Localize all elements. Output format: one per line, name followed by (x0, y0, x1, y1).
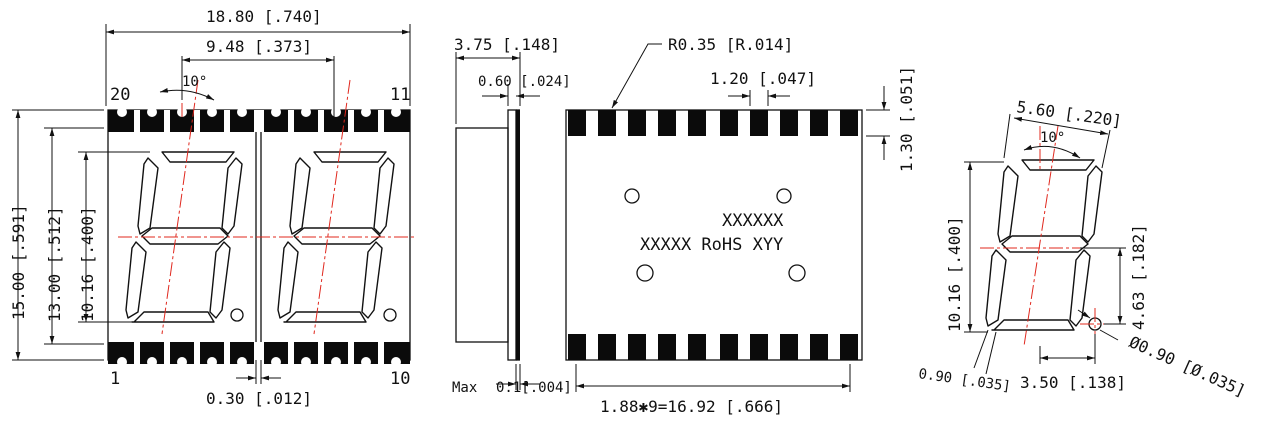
bottom-radius: R0.35 [R.014] (668, 35, 793, 54)
mount-hole (788, 264, 806, 282)
detail-seg-width-inch: [.035] (959, 372, 1011, 395)
side-pin-thickness: 0.60 [.024] (478, 74, 571, 90)
decimal-point-right (383, 308, 397, 322)
detail-dp-height-inch: [.182] (1129, 224, 1148, 282)
detail-dp-height-metric: 4.63 (1129, 291, 1148, 330)
top-pins (108, 107, 410, 132)
detail-seg-width: 0.90 (917, 366, 953, 387)
detail-digit (985, 159, 1103, 331)
pin-10-label: 10 (390, 369, 410, 389)
front-gap: 0.30 [.012] (206, 389, 312, 408)
front-height-body: 13.00 [.512] (45, 206, 64, 322)
digit-detail: 5.60 [.220] 10° 10.16 [.400] 4.63 [.182]… (917, 97, 1248, 400)
side-pcb (507, 109, 517, 361)
side-max-value: 0.1[.004] (496, 380, 572, 396)
bottom-view: XXXXXX XXXXX RoHS XYY R0.35 [R.014] 1.20… (565, 35, 916, 416)
bottom-pad-width: 1.20 [.047] (710, 69, 816, 88)
decimal-point-left (230, 308, 244, 322)
mount-hole (636, 264, 654, 282)
side-max-note: Max (452, 380, 477, 396)
mount-hole (776, 188, 792, 204)
detail-dp-diameter: Ø0.90 [Ø.035] (1126, 332, 1248, 400)
side-overall-depth: 3.75 [.148] (454, 35, 560, 54)
bottom-body (565, 109, 863, 361)
front-view: 18.80 [.740] 9.48 [.373] 10° 20 11 1 10 … (9, 7, 415, 408)
bottom-pins (108, 342, 410, 367)
pin-11-label: 11 (390, 85, 410, 105)
marking-line-2: XXXXX RoHS XYY (640, 235, 783, 255)
front-height-total: 15.00 [.591] (9, 204, 28, 320)
side-view: 3.75 [.148] 0.60 [.024] Max 0.1[.004] (452, 35, 572, 396)
detail-angle: 10° (1040, 130, 1065, 146)
front-digit-height: 10.16 [.400] (78, 206, 97, 322)
front-slant-angle: 10° (182, 74, 207, 90)
side-lens (455, 127, 509, 343)
bottom-top-pads (568, 110, 858, 136)
marking-line-1: XXXXXX (722, 211, 784, 231)
detail-dp-offset: 3.50 [.138] (1020, 373, 1126, 392)
bottom-pad-length: 1.30 [.051] (897, 66, 916, 172)
bottom-bottom-pads (568, 334, 858, 360)
detail-height: 10.16 [.400] (945, 216, 964, 332)
bottom-pitch-total: 1.88✱9=16.92 [.666] (600, 397, 783, 416)
front-width-total: 18.80 [.740] (206, 7, 322, 26)
front-digit-pitch: 9.48 [.373] (206, 37, 312, 56)
detail-width: 5.60 [.220] (1015, 97, 1123, 131)
pin-1-label: 1 (110, 369, 120, 389)
mount-hole (624, 188, 640, 204)
pin-20-label: 20 (110, 85, 130, 105)
